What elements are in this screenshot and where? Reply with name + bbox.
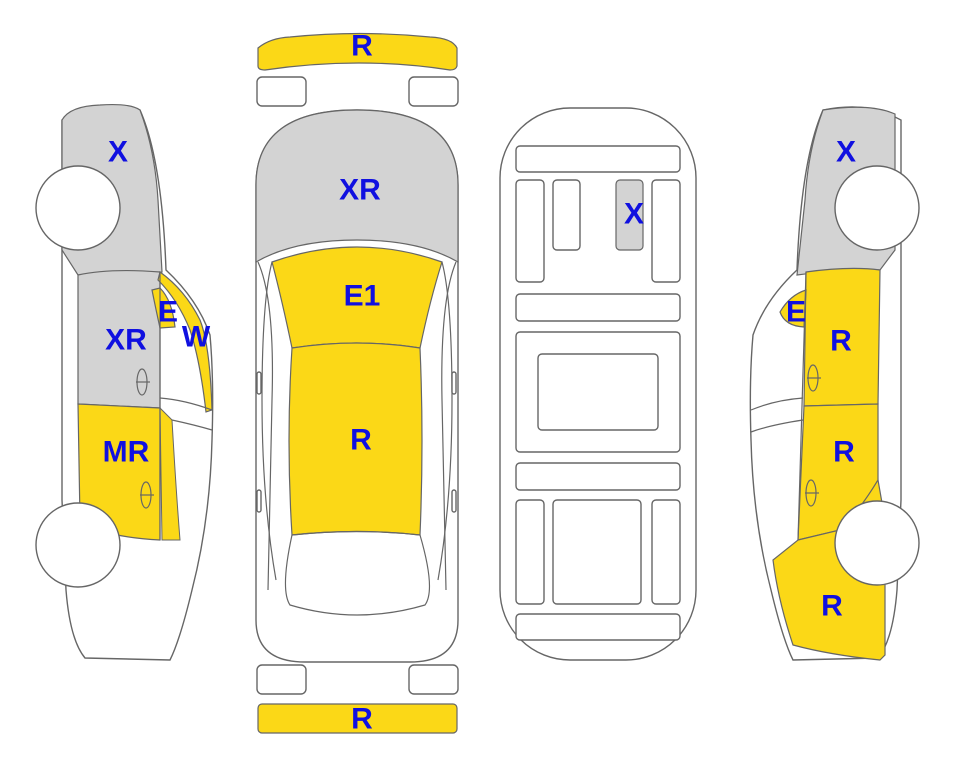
underside-inner-left-front [552, 179, 581, 251]
floor-panel-label: X [624, 198, 644, 231]
underside-left-rail-front [515, 179, 545, 283]
left-a-pillar-label: W [182, 321, 211, 354]
right-window-label: E [786, 296, 806, 329]
right-rear-door-handle [805, 479, 819, 507]
front-bumper-panel[interactable] [257, 32, 458, 71]
left-c-pillar-panel [159, 406, 181, 541]
right-front-door-panel[interactable] [803, 267, 881, 407]
left-taillight [256, 664, 307, 695]
left-front-door-handle [136, 368, 150, 396]
underside-rear-bar [515, 462, 681, 491]
top-left-mirror [256, 371, 262, 395]
top-right-mirror [451, 371, 457, 395]
underside-mid-bar [515, 293, 681, 322]
top-view: R XR E1 R R [255, 30, 459, 736]
left-a-pillar-panel[interactable] [157, 270, 213, 413]
left-sill-line [171, 419, 213, 431]
right-front-wheel [834, 165, 920, 251]
hood-label: XR [339, 174, 381, 207]
top-right-side [441, 261, 457, 591]
roof-label: R [350, 424, 372, 457]
right-front-fender-label: X [836, 136, 856, 169]
floor-panel[interactable] [615, 179, 644, 251]
top-right-pillar [437, 261, 453, 581]
underside-right-rail-front [651, 179, 681, 283]
windshield-label: E1 [344, 280, 381, 313]
left-side-view: X XR E W MR [35, 103, 214, 661]
underside-right-rail-rear [651, 499, 681, 605]
right-rear-door-label: R [833, 436, 855, 469]
top-right-handle [451, 489, 457, 513]
top-left-side [257, 261, 274, 591]
left-front-wheel [35, 165, 121, 251]
underside-front-bar [515, 145, 681, 173]
right-front-door-handle [807, 364, 821, 392]
right-taillight [408, 664, 459, 695]
right-door-seam [797, 271, 807, 541]
right-rear-quarter-label: R [821, 590, 843, 623]
left-rear-door-handle [140, 481, 154, 509]
front-bumper-label: R [351, 30, 373, 63]
right-rear-wheel [834, 500, 920, 586]
left-headlight [256, 76, 307, 107]
right-headlight [408, 76, 459, 107]
left-window-panel[interactable] [151, 287, 176, 329]
hood-panel[interactable] [255, 109, 459, 264]
right-sill-line [750, 419, 804, 433]
top-left-pillar [261, 261, 277, 581]
underside-center-rear [552, 499, 642, 605]
top-left-handle [256, 489, 262, 513]
right-window-panel[interactable] [779, 289, 807, 328]
right-front-door-label: R [830, 325, 852, 358]
left-front-door-label: XR [105, 324, 147, 357]
right-side-view: X E R R R [749, 106, 920, 661]
left-rear-door-label: MR [103, 436, 150, 469]
rear-bumper-label: R [351, 703, 373, 736]
underside-view: X [499, 107, 697, 661]
rear-window [284, 530, 431, 616]
underside-center-inner [537, 353, 659, 431]
left-rear-wheel [35, 502, 121, 588]
rear-bumper-panel[interactable] [257, 703, 458, 734]
left-front-fender-label: X [108, 136, 128, 169]
left-window-line [159, 397, 213, 411]
underside-tail-bar [515, 613, 681, 641]
underside-left-rail-rear [515, 499, 545, 605]
right-window-line [750, 397, 804, 411]
left-window-label: E [158, 296, 178, 329]
